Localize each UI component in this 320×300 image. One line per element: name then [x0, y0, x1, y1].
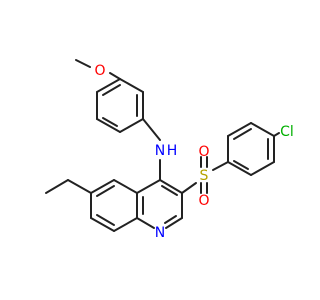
sulfur-label: S — [200, 168, 209, 184]
bond-q-c4a-c4 — [136, 179, 161, 194]
bond-o-aryl — [109, 72, 121, 80]
bond-mp-inner-3 — [102, 117, 118, 127]
bond-b-c5-c6 — [90, 179, 115, 194]
bond-mp-n — [142, 118, 161, 141]
bond-q-inner-2 — [164, 215, 177, 224]
sulfonyl-oxygen-bottom-label: O — [198, 193, 209, 209]
bond-cp-3 — [250, 122, 275, 137]
bond-b-c8-c8a — [113, 217, 138, 232]
bond-b-c4a-c5 — [113, 179, 138, 194]
bond-q-inner-1 — [161, 185, 178, 196]
bond-q-n1-c8a — [136, 217, 155, 229]
sulfonyl-oxygen-top-label: O — [198, 144, 209, 160]
ring-nitrogen-label: N — [155, 225, 165, 241]
bonds — [45, 59, 280, 232]
bond-mp-5 — [96, 118, 121, 133]
bond-ethyl-2 — [45, 179, 69, 194]
bond-s-cp — [212, 161, 229, 171]
bond-cp-5 — [250, 161, 275, 176]
bond-b-inner-2 — [96, 214, 115, 226]
atom-labels: O N H S O O Cl N — [94, 63, 293, 241]
bond-cp-2 — [227, 122, 252, 137]
bond-cp-inner-1 — [233, 128, 252, 140]
bond-cp-inner-3 — [233, 160, 249, 170]
bond-b-inner-1 — [96, 185, 115, 197]
bond-q-c2-n1 — [165, 217, 183, 229]
amine-hydrogen-label: H — [167, 143, 178, 159]
bond-b-c7-c8 — [90, 217, 115, 232]
bond-methyl-o — [75, 59, 91, 68]
chlorine-label: Cl — [280, 124, 294, 140]
bond-mp-2 — [119, 78, 144, 93]
bond-c3-s — [181, 182, 197, 194]
background — [0, 0, 300, 300]
structure-svg: O N H S O O Cl N — [0, 0, 300, 300]
bond-mp-4 — [119, 118, 144, 133]
bond-q-c4-c3 — [159, 179, 183, 194]
bond-cp-6 — [227, 161, 252, 176]
bond-mp-inner-1 — [102, 84, 121, 96]
bond-ethyl-1 — [67, 179, 92, 194]
methoxy-oxygen-label: O — [94, 63, 105, 79]
bond-mp-1 — [96, 78, 121, 93]
molecule-diagram: O N H S O O Cl N — [0, 0, 300, 300]
bond-cp-cl — [273, 132, 280, 137]
amine-nitrogen-label: N — [155, 143, 165, 159]
